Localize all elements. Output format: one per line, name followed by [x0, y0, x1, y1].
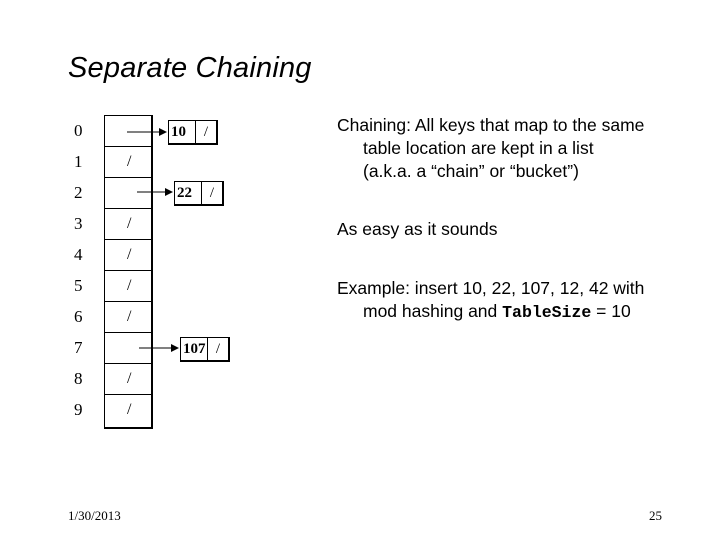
example-line-1: Example: insert 10, 22, 107, 12, 42 with	[337, 278, 645, 298]
slot-9-null: /	[127, 401, 132, 418]
chaining-line-2: table location are kept in a list	[363, 138, 594, 158]
hash-table: / / / / / / /	[104, 115, 153, 429]
index-label-5: 5	[74, 276, 83, 295]
example-paragraph: Example: insert 10, 22, 107, 12, 42 with…	[337, 277, 644, 324]
node-next-null: /	[215, 341, 221, 357]
row-divider	[105, 270, 151, 271]
node-key: 107	[181, 338, 208, 360]
row-divider	[105, 332, 151, 333]
index-label-8: 8	[74, 369, 83, 388]
slot-4-null: /	[127, 246, 132, 263]
index-label-7: 7	[74, 338, 83, 357]
slot-5-null: /	[127, 277, 132, 294]
row-divider	[105, 208, 151, 209]
page-number: 25	[649, 508, 662, 523]
chaining-line-1: Chaining: All keys that map to the same	[337, 115, 645, 135]
index-label-9: 9	[74, 400, 83, 419]
slot-6-null: /	[127, 308, 132, 325]
index-label-0: 0	[74, 121, 83, 140]
chaining-line-3: (a.k.a. a “chain” or “bucket”)	[363, 161, 579, 181]
index-label-2: 2	[74, 183, 83, 202]
chain-node-22: 22 /	[174, 181, 224, 206]
index-label-3: 3	[74, 214, 83, 233]
example-line-2-pre: mod hashing and	[363, 301, 503, 321]
node-next-null: /	[209, 185, 215, 201]
row-divider	[105, 301, 151, 302]
index-label-4: 4	[74, 245, 83, 264]
tablesize-code: TableSize	[502, 303, 592, 322]
chain-node-10: 10 /	[168, 120, 218, 145]
chain-node-107: 107 /	[180, 337, 230, 362]
row-divider	[105, 363, 151, 364]
example-line-2-post: = 10	[591, 301, 631, 321]
row-divider	[105, 239, 151, 240]
example-line-2: mod hashing and TableSize = 10	[337, 300, 644, 324]
slot-1-null: /	[127, 153, 132, 170]
slot-8-null: /	[127, 370, 132, 387]
chaining-definition: Chaining: All keys that map to the same …	[337, 114, 644, 183]
index-label-6: 6	[74, 307, 83, 326]
row-divider	[105, 394, 151, 395]
row-divider	[105, 146, 151, 147]
node-next-null: /	[203, 124, 209, 140]
row-divider	[105, 177, 151, 178]
node-key: 22	[175, 182, 202, 204]
footer-date: 1/30/2013	[68, 508, 121, 523]
node-key: 10	[169, 121, 196, 143]
easy-statement: As easy as it sounds	[337, 219, 498, 239]
slot-3-null: /	[127, 215, 132, 232]
index-label-1: 1	[74, 152, 83, 171]
slide-title: Separate Chaining	[68, 52, 312, 84]
